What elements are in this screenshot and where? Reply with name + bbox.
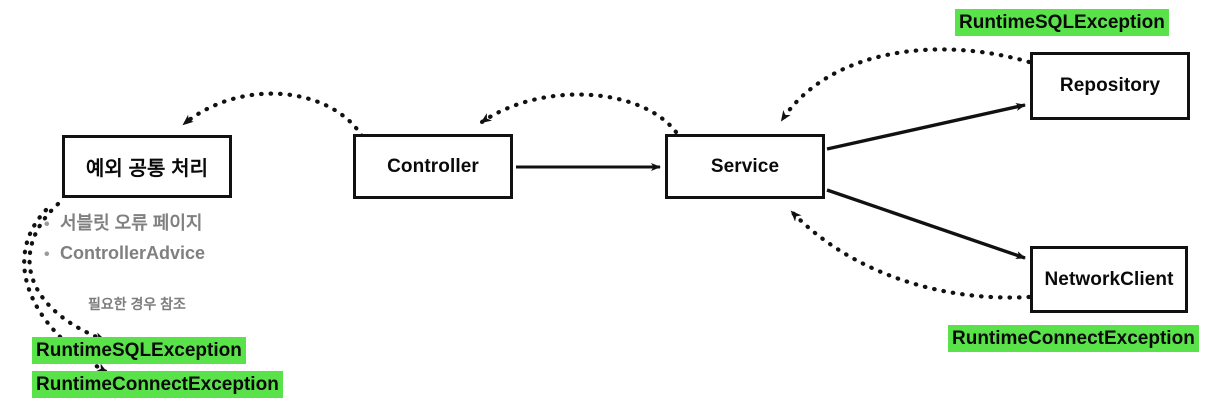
list-item: • 서블릿 오류 페이지: [44, 209, 205, 239]
exception-label-runtime-sql-exception-bottom-left: RuntimeSQLException: [32, 337, 246, 364]
edge-repository-to-service: [779, 47, 1032, 123]
node-network-client[interactable]: NetworkClient: [1030, 246, 1188, 313]
bullet-dot-icon: •: [44, 246, 50, 263]
node-label: Service: [710, 155, 780, 177]
bullet-label: 서블릿 오류 페이지: [60, 213, 203, 233]
edge-service-to-repository: [826, 103, 1026, 151]
node-label: NetworkClient: [1044, 268, 1174, 290]
exception-label-runtime-sql-exception-top-right: RuntimeSQLException: [955, 9, 1169, 36]
bullet-dot-icon: •: [44, 216, 50, 233]
edge-service-to-network-client: [826, 188, 1026, 260]
exception-label-runtime-connect-exception-bottom-right: RuntimeConnectException: [948, 325, 1199, 352]
list-item: • ControllerAdvice: [44, 239, 205, 269]
node-controller[interactable]: Controller: [353, 134, 513, 199]
bullet-label: ControllerAdvice: [60, 243, 206, 263]
node-service[interactable]: Service: [665, 134, 825, 199]
exception-handling-bullet-list: • 서블릿 오류 페이지 • ControllerAdvice: [44, 209, 205, 269]
edge-controller-to-exception-common-handling: [181, 91, 365, 139]
node-label: 예외 공통 처리: [85, 158, 209, 180]
note-reference-if-needed: 필요한 경우 참조: [88, 296, 186, 312]
node-repository[interactable]: Repository: [1030, 52, 1190, 120]
edge-network-client-to-service: [789, 209, 1032, 300]
node-label: Repository: [1059, 75, 1161, 96]
exception-label-runtime-connect-exception-bottom-left: RuntimeConnectException: [32, 371, 283, 398]
node-exception-common-handling[interactable]: 예외 공통 처리: [62, 135, 232, 198]
edge-service-to-controller: [479, 92, 679, 135]
node-label: Controller: [387, 155, 479, 177]
